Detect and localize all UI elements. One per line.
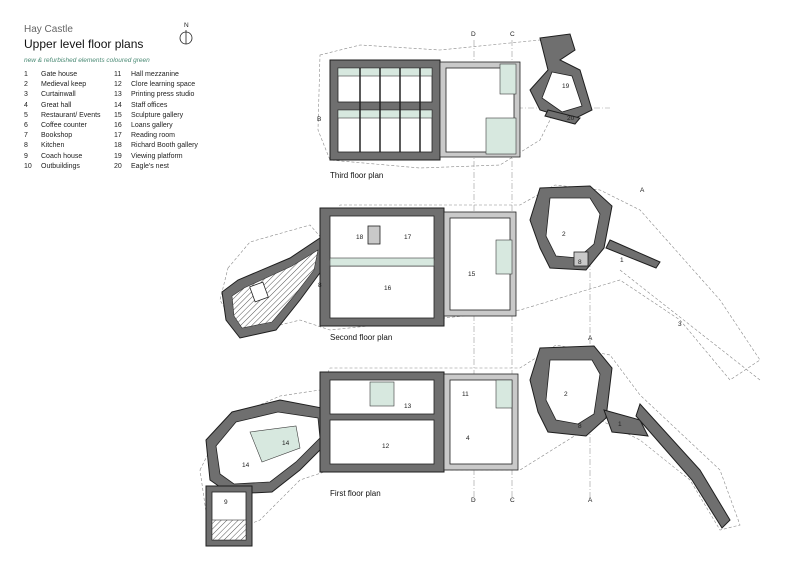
- svg-text:4: 4: [466, 435, 470, 442]
- sheet-title: Upper level floor plans: [24, 37, 144, 51]
- svg-text:17: 17: [404, 234, 412, 241]
- svg-text:C: C: [510, 31, 515, 38]
- third-floor-plan: 19 20 D C B Third floor plan: [317, 31, 593, 180]
- svg-text:D: D: [471, 31, 476, 38]
- second-floor-caption: Second floor plan: [330, 333, 392, 342]
- svg-text:19: 19: [562, 83, 570, 90]
- svg-text:2: 2: [562, 231, 566, 238]
- svg-text:15: 15: [468, 271, 476, 278]
- svg-text:16: 16: [384, 285, 392, 292]
- svg-text:18: 18: [356, 234, 364, 241]
- third-floor-caption: Third floor plan: [330, 171, 383, 180]
- svg-text:2: 2: [564, 391, 568, 398]
- svg-text:A: A: [588, 497, 593, 504]
- svg-text:N: N: [184, 22, 189, 29]
- svg-text:A: A: [640, 187, 645, 194]
- svg-text:8: 8: [578, 423, 582, 430]
- project-name: Hay Castle: [24, 24, 73, 35]
- svg-text:C: C: [510, 497, 515, 504]
- first-floor-caption: First floor plan: [330, 489, 381, 498]
- svg-text:20: 20: [567, 115, 575, 122]
- second-floor-plan: 18 17 16 8 15 2 8 1 3 A A Second floor p…: [219, 184, 761, 381]
- svg-text:D: D: [471, 497, 476, 504]
- svg-text:9: 9: [224, 499, 228, 506]
- svg-text:1: 1: [618, 421, 622, 428]
- north-arrow-icon: N: [179, 22, 193, 45]
- first-floor-plan: 14 14 9 13 12 11 4 2 8 1: [199, 344, 741, 547]
- svg-text:3: 3: [678, 321, 682, 328]
- svg-text:14: 14: [282, 440, 290, 447]
- svg-text:B: B: [317, 116, 321, 123]
- svg-text:14: 14: [242, 462, 250, 469]
- svg-text:13: 13: [404, 403, 412, 410]
- svg-text:1: 1: [620, 257, 624, 264]
- svg-text:11: 11: [462, 391, 469, 398]
- svg-text:8: 8: [578, 259, 582, 266]
- svg-text:12: 12: [382, 443, 390, 450]
- svg-text:8: 8: [318, 282, 322, 289]
- svg-text:A: A: [588, 335, 593, 342]
- colour-key-note: new & refurbished elements coloured gree…: [24, 57, 150, 64]
